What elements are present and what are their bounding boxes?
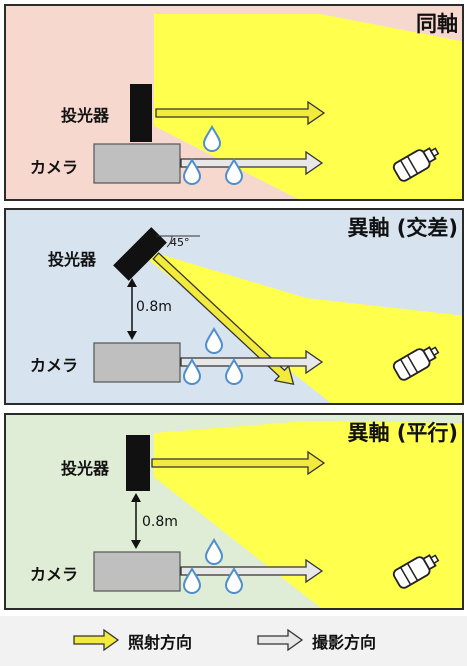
irradiation-arrow	[151, 450, 326, 476]
distance-label: 0.8m	[142, 514, 178, 530]
projector-label: 投光器	[61, 106, 110, 125]
camera-body	[93, 342, 181, 383]
camera-body	[93, 551, 181, 592]
panel-title: 同軸	[416, 12, 458, 36]
droplet-icon	[224, 157, 244, 186]
panel-offaxis-cross: 異軸 (交差) 45° 投光器 0.8m カメラ	[4, 208, 464, 405]
droplet-icon	[224, 566, 244, 595]
camera-label: カメラ	[30, 356, 79, 375]
droplet-icon	[182, 357, 202, 386]
panel-title: 異軸 (平行)	[347, 421, 458, 445]
angle-label: 45°	[170, 236, 190, 249]
spray-bottle-icon	[392, 147, 440, 182]
legend-shooting-arrow-icon	[257, 628, 304, 652]
droplet-icon	[224, 357, 244, 386]
distance-line	[131, 493, 141, 549]
irradiation-arrow	[152, 252, 295, 386]
droplet-icon	[204, 326, 224, 355]
panel-title: 異軸 (交差)	[347, 216, 458, 240]
droplet-icon	[182, 566, 202, 595]
legend-irradiation-arrow-icon	[73, 628, 120, 652]
spray-bottle-icon	[392, 346, 440, 381]
panel-offaxis-cross-graphic	[93, 227, 462, 403]
panel-coaxial: 同軸 投光器 カメラ	[4, 4, 464, 201]
camera-label: カメラ	[30, 565, 79, 584]
distance-label: 0.8m	[136, 299, 172, 315]
panel-coaxial-graphic	[93, 14, 462, 199]
panel-offaxis-parallel: 異軸 (平行) 投光器 0.8m カメラ	[4, 413, 464, 610]
angle-marker	[156, 235, 200, 248]
camera-label: カメラ	[30, 158, 79, 177]
legend: 照射方向 撮影方向	[0, 616, 467, 666]
shooting-arrow	[180, 558, 324, 584]
shooting-arrow	[180, 150, 324, 176]
irradiation-arrow	[155, 100, 326, 126]
light-beam	[146, 250, 462, 403]
projector	[130, 84, 152, 142]
legend-irradiation-label: 照射方向	[128, 633, 193, 652]
camera-body	[93, 143, 181, 184]
legend-shooting-label: 撮影方向	[312, 633, 377, 652]
distance-line	[127, 278, 137, 340]
droplet-icon	[202, 124, 222, 153]
panel-offaxis-parallel-graphic	[93, 421, 462, 608]
projector	[113, 227, 167, 281]
projector-label: 投光器	[48, 250, 97, 269]
projector	[126, 435, 150, 491]
spray-bottle-icon	[392, 554, 440, 589]
projector-label: 投光器	[61, 459, 110, 478]
droplet-icon	[182, 157, 202, 186]
light-beam	[154, 421, 462, 608]
shooting-arrow	[180, 349, 324, 375]
droplet-icon	[204, 537, 224, 566]
